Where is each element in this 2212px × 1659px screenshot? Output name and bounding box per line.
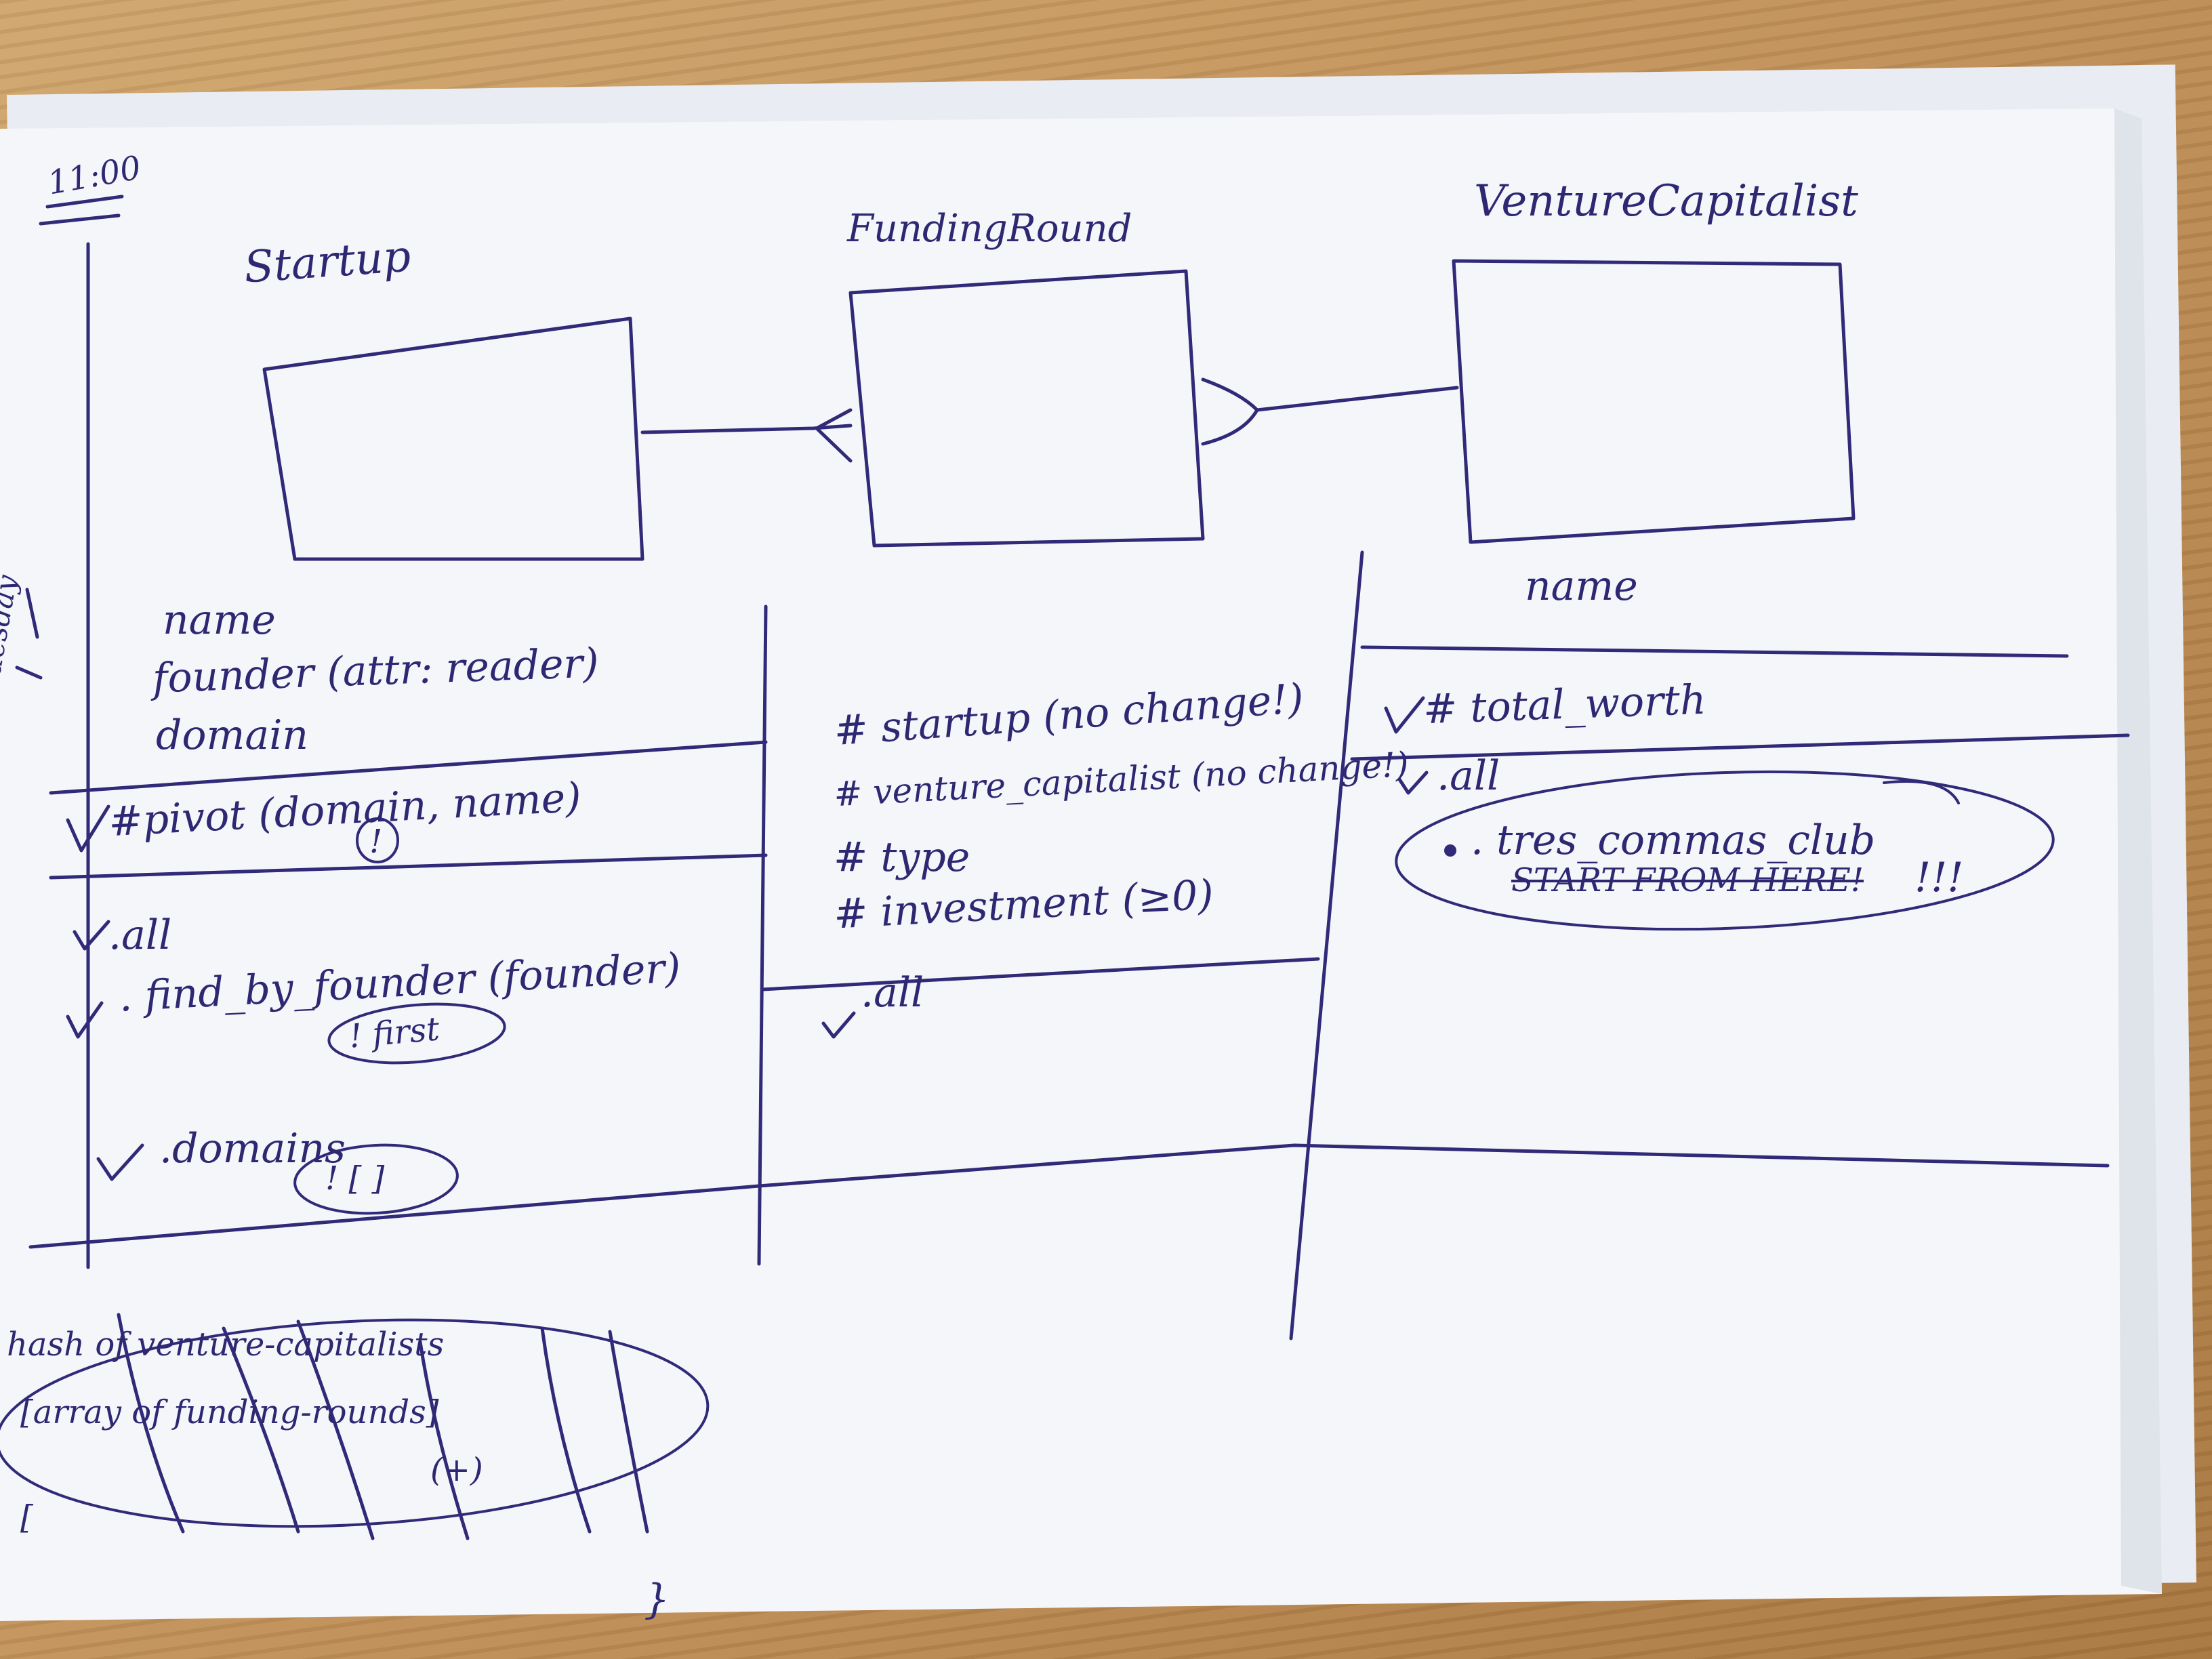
column-divider-1 [757,605,768,1266]
startup-box [262,316,644,561]
check-icon [66,804,110,853]
paper-sheet [0,108,2162,1621]
bullet-dot [1444,844,1456,857]
paper-right-edge-shadow [2114,108,2162,1594]
bottom-note-line3: [ [20,1498,33,1536]
startup-class-domains: .domains [159,1125,346,1172]
column-divider-2 [1289,550,1364,1340]
exclamation-circle [356,817,399,863]
startup-funding-relation [640,408,853,463]
emphasis-marks: !!! [1914,854,1964,901]
first-note-ellipse [327,1002,506,1065]
start-from-here-note: START FROM HERE! [1511,861,1864,899]
vc-class-all: .all [1437,752,1500,800]
bottom-brace: } [644,1576,670,1623]
pivot-exclamation: ! [369,823,383,861]
vc-method-divider [1350,733,2130,761]
venture-capitalist-box [1452,259,1856,544]
time-underline [39,194,124,226]
bottom-note-ellipse [0,1318,710,1528]
startup-class-all: .all [108,912,172,959]
startup-attr-domain: domain [156,712,309,759]
bottom-note-line1: hash of venture-capitalists [7,1326,445,1364]
funding-type: # type [834,834,970,881]
check-icon [66,1001,104,1039]
funding-round-box [848,269,1205,548]
startup-title: Startup [242,231,413,293]
first-note: ! first [347,1010,441,1056]
check-icon [1397,771,1429,795]
funding-vc-relation [1201,377,1459,446]
startup-attribute-divider [49,740,768,795]
side-bracket-mark [15,588,43,680]
tres-commas-highlight-ellipse [1395,770,2055,931]
array-note-ellipse [293,1143,459,1215]
check-icon [1384,696,1425,734]
table-bottom-line [28,1143,2110,1249]
venture-capitalist-title: VentureCapitalist [1474,176,1858,226]
funding-round-title: FundingRound [847,207,1132,251]
strike-through-slashes [117,1313,649,1540]
domains-array-note: ! [ ] [325,1160,385,1197]
highlight-arc [1883,780,1960,804]
startup-attr-name: name [163,596,276,644]
bottom-note-line2: [array of funding-rounds] [20,1393,439,1431]
funding-class-all: .all [861,969,924,1017]
startup-method-divider [49,853,768,880]
funding-method-divider [760,957,1320,991]
vc-attribute-divider [1360,645,2069,658]
check-icon [73,920,110,951]
check-icon [821,1011,856,1039]
check-icon [96,1143,144,1181]
vc-method-total-worth: # total_worth [1422,676,1707,734]
vc-attr-name: name [1525,562,1638,610]
bottom-note-mark: (+) [430,1451,483,1489]
vc-class-tres-commas-club: . tres_commas_club [1471,817,1876,864]
